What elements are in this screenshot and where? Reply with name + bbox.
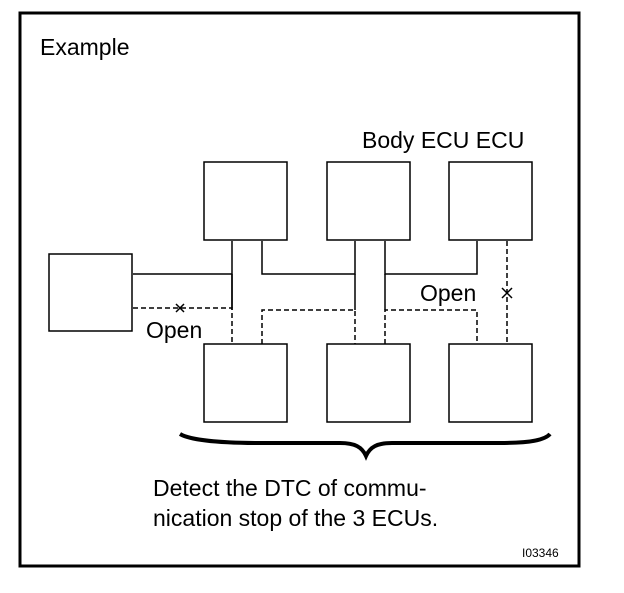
ecu-boxes bbox=[48, 161, 533, 423]
example-title: Example bbox=[40, 34, 129, 60]
ecu-box-bottom-3 bbox=[448, 343, 533, 423]
ecu-box-bottom-1 bbox=[203, 343, 288, 423]
brace-symbol bbox=[178, 432, 552, 461]
open-label-right: Open bbox=[420, 280, 476, 306]
ecu-box-bottom-2 bbox=[326, 343, 411, 423]
caption-line-2: nication stop of the 3 ECUs. bbox=[153, 505, 438, 531]
middle-vertical-joint bbox=[354, 274, 386, 310]
open-marker-right bbox=[501, 287, 513, 299]
bus-lines bbox=[133, 241, 508, 344]
figure-code: I03346 bbox=[522, 546, 559, 560]
caption-line-1: Detect the DTC of commu- bbox=[153, 475, 427, 501]
ecu-box-top-2 bbox=[326, 161, 411, 241]
upper-bus-connector-1 bbox=[261, 241, 478, 275]
ecu-box-left bbox=[48, 253, 133, 332]
ecu-box-top-1 bbox=[203, 161, 288, 241]
open-marker-left bbox=[175, 303, 185, 313]
open-label-left: Open bbox=[146, 317, 202, 343]
open-markers bbox=[175, 287, 513, 313]
ecu-box-top-3 bbox=[448, 161, 533, 241]
body-ecu-label: Body ECU ECU bbox=[362, 127, 524, 153]
